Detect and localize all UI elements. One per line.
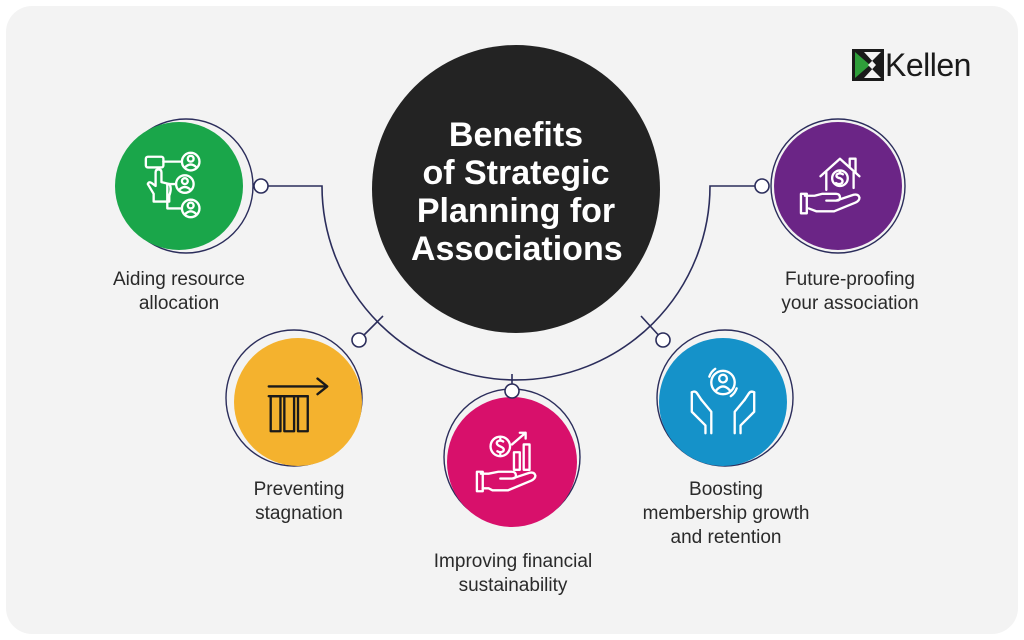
future-proofing-circle [774, 122, 902, 250]
hand-dollar-chart-icon [475, 431, 537, 493]
ring-future [770, 118, 906, 254]
label-financial: Improving financial sustainability [433, 551, 593, 596]
stagnation-circle [234, 338, 362, 466]
financial-circle [447, 397, 577, 527]
ring-stagnation [225, 329, 363, 467]
membership-circle [659, 338, 787, 466]
ring-membership [656, 329, 794, 467]
kellen-logo-text: Kellen [885, 47, 971, 83]
label-resource-allocation: Aiding resource allocation [112, 269, 246, 314]
connector-arc [261, 185, 762, 381]
kellen-logo: Kellen [852, 48, 971, 82]
node-financial [504, 383, 520, 399]
center-title: Benefits of Strategic Planning for Assoc… [411, 116, 623, 268]
center-circle: Benefits of Strategic Planning for Assoc… [372, 45, 660, 333]
kellen-logo-mark [852, 49, 884, 81]
label-future-proofing: Future-proofing your association [781, 269, 919, 314]
node-membership [655, 332, 671, 348]
node-future [754, 178, 770, 194]
node-resource [253, 178, 269, 194]
node-stagnation [351, 332, 367, 348]
label-membership: Boosting membership growth and retention [642, 479, 810, 548]
hands-member-icon [690, 367, 756, 435]
forward-arrow-bars-icon [267, 377, 329, 433]
house-dollar-hand-icon [799, 157, 861, 215]
resource-allocation-circle [115, 122, 243, 250]
label-stagnation: Preventing stagnation [253, 479, 345, 524]
resource-allocation-icon [144, 151, 201, 219]
